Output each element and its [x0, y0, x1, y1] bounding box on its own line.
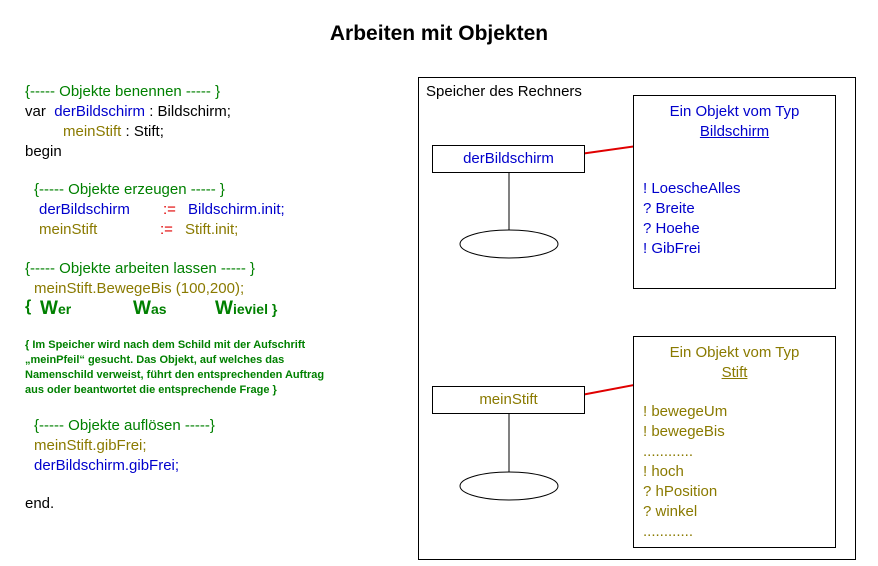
member-item: ............ — [643, 523, 694, 540]
create-derbildschirm-name: derBildschirm — [39, 201, 130, 218]
member-list-bildschirm: ! LoescheAlles ? Breite ? Hoehe ! GibFre… — [643, 179, 741, 259]
var-meinstift: meinStift — [63, 123, 122, 140]
wieviel-word: Wieviel } — [215, 298, 278, 319]
was-word: Was — [133, 298, 167, 319]
object-type-bildschirm: Bildschirm — [699, 123, 770, 140]
create-stift-init: Stift.init; — [185, 221, 239, 238]
var-bildschirm-type: : Bildschirm; — [149, 103, 231, 120]
pointer-ellipse-1 — [459, 229, 559, 259]
wer-word: Wer — [40, 298, 72, 319]
var-line-1: var derBildschirm : Bildschirm; — [25, 102, 231, 122]
var-keyword: var — [25, 103, 46, 120]
member-item: ? Hoehe — [643, 220, 700, 237]
page-title: Arbeiten mit Objekten — [329, 22, 549, 45]
note-line-1: { Im Speicher wird nach dem Schild mit d… — [25, 339, 306, 351]
member-item: ! hoch — [643, 463, 684, 480]
member-item: ............ — [643, 443, 694, 460]
call-bewegebis: meinStift.BewegeBis (100,200); — [34, 280, 245, 297]
begin-keyword: begin — [25, 143, 62, 160]
comment-arbeiten: {----- Objekte arbeiten lassen ----- } — [25, 260, 256, 277]
comment-aufloesen: {----- Objekte auflösen -----} — [34, 417, 215, 434]
label-derbildschirm: derBildschirm — [463, 150, 554, 167]
object-header-bildschirm: Ein Objekt vom Typ — [669, 103, 800, 120]
note-line-2: „meinPfeil“ gesucht. Das Objekt, auf wel… — [25, 354, 285, 366]
object-box-bildschirm: Ein Objekt vom Typ Bildschirm ! LoescheA… — [633, 95, 836, 289]
create-bildschirm-init: Bildschirm.init; — [188, 201, 285, 218]
free-derbildschirm: derBildschirm.gibFrei; — [34, 457, 180, 474]
member-item: ! LoescheAlles — [643, 180, 741, 197]
brace-open: { — [25, 298, 32, 315]
create-meinstift-name: meinStift — [39, 221, 98, 238]
memory-panel — [418, 77, 856, 560]
member-item: ! bewegeUm — [643, 403, 728, 420]
member-list-stift: ! bewegeUm ! bewegeBis ............ ! ho… — [643, 402, 727, 542]
member-item: ! GibFrei — [643, 240, 701, 257]
member-item: ? Breite — [643, 200, 695, 217]
member-item: ! bewegeBis — [643, 423, 725, 440]
create-op-1: := — [163, 201, 176, 218]
create-op-2: := — [160, 221, 173, 238]
label-meinstift: meinStift — [479, 391, 538, 408]
pointer-ellipse-2 — [459, 471, 559, 501]
end-keyword: end. — [25, 495, 55, 512]
var-stift-type: : Stift; — [125, 123, 164, 140]
note-line-4: aus oder beantwortet die entsprechende F… — [25, 384, 277, 396]
free-meinstift: meinStift.gibFrei; — [34, 437, 147, 454]
object-type-stift: Stift — [721, 364, 748, 381]
var-line-2: meinStift : Stift; — [63, 122, 164, 142]
memory-title: Speicher des Rechners — [426, 83, 582, 100]
label-box-derbildschirm: derBildschirm — [432, 145, 585, 173]
var-derbildschirm: derBildschirm — [54, 103, 146, 120]
comment-erzeugen: {----- Objekte erzeugen ----- } — [34, 181, 225, 198]
object-box-stift: Ein Objekt vom Typ Stift ! bewegeUm ! be… — [633, 336, 836, 548]
member-item: ? winkel — [643, 503, 698, 520]
member-item: ? hPosition — [643, 483, 718, 500]
label-box-meinstift: meinStift — [432, 386, 585, 414]
object-header-stift: Ein Objekt vom Typ — [669, 344, 800, 361]
note-line-3: Namenschild verweist, führt den entsprec… — [25, 369, 325, 381]
comment-benennen: {----- Objekte benennen ----- } — [25, 83, 221, 100]
wer-was-wieviel: { — [25, 298, 31, 316]
